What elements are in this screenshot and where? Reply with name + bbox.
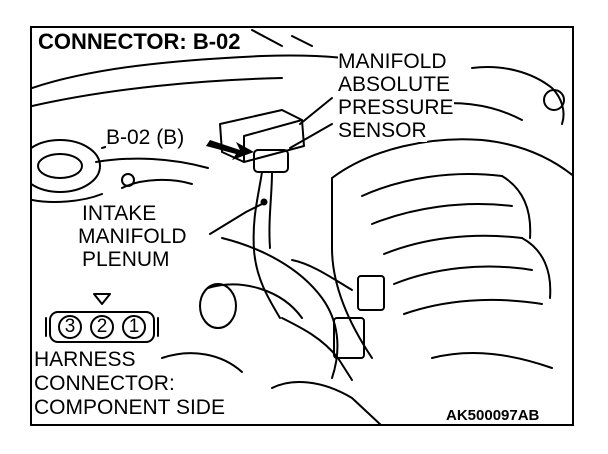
throttle-body-top — [207, 283, 303, 319]
plenum-left-edge — [331, 177, 373, 359]
lower-harness — [281, 317, 353, 381]
map-sensor-body — [219, 109, 305, 163]
left-cable-2 — [95, 157, 209, 169]
runner-3 — [383, 234, 523, 255]
harness-label-line-2: CONNECTOR: — [34, 372, 175, 395]
strut-tower-inner — [37, 153, 83, 179]
lower-connector-1 — [333, 317, 365, 359]
pin-number-3: 3 — [64, 316, 76, 337]
runner-5 — [403, 298, 543, 315]
sensor-leader-2 — [289, 123, 333, 149]
plenum-label-line-3: PLENUM — [82, 248, 170, 271]
plenum-leader-dot — [260, 198, 268, 206]
top-right-hose — [471, 66, 565, 125]
bottom-hose — [271, 381, 382, 424]
hood-inner-line — [32, 77, 283, 107]
plenum-outline — [221, 237, 339, 379]
pin-face-ears — [45, 317, 159, 337]
strut-base — [32, 193, 103, 203]
sensor-leader-1 — [299, 97, 333, 125]
runner-1 — [361, 173, 503, 197]
runner-bend-1 — [501, 175, 532, 239]
sensor-harness-2 — [268, 171, 273, 249]
bottom-right-line — [431, 352, 553, 369]
top-right-clamp — [543, 89, 565, 111]
pin-circle-3 — [58, 315, 82, 339]
left-bolt — [121, 173, 135, 187]
map-sensor-edge — [243, 119, 303, 163]
pin-face-key-triangle — [93, 293, 111, 305]
hood-latch-lines — [251, 29, 313, 47]
sensor-label-line-3: PRESSURE — [338, 96, 454, 119]
plenum-label-line-1: INTAKE — [82, 202, 157, 225]
plenum-leader — [209, 203, 263, 235]
sensor-label-line-2: ABSOLUTE — [338, 73, 451, 96]
harness-label-line-3: COMPONENT SIDE — [34, 396, 225, 419]
sensor-label-line-4: SENSOR — [338, 119, 427, 142]
plenum-label-line-2: MANIFOLD — [78, 225, 187, 248]
sensor-connector-plug — [253, 149, 289, 173]
sensor-harness — [252, 171, 281, 319]
manifold-top — [331, 138, 572, 179]
sensor-label-line-1: MANIFOLD — [338, 50, 447, 73]
runner-bend-2 — [521, 237, 552, 299]
pin-number-1: 1 — [128, 316, 140, 337]
harness-label-line-1: HARNESS — [34, 348, 136, 371]
runner-4 — [393, 265, 533, 285]
connector-arrow — [206, 140, 254, 160]
bottom-left-line — [161, 352, 243, 373]
strut-tower — [32, 139, 101, 193]
engine-bay-illustration — [32, 29, 572, 424]
figure-code: AK500097AB — [446, 407, 540, 424]
lower-connector-2 — [357, 275, 385, 311]
mid-harness — [291, 259, 353, 291]
runner-2 — [371, 203, 513, 225]
throttle-body — [199, 283, 237, 329]
diagram-frame: CONNECTOR: B-02 MANIFOLD ABSOLUTE PRESSU… — [30, 26, 574, 426]
pin-circle-2 — [90, 315, 114, 339]
pin-circle-1 — [122, 315, 146, 339]
pin-face-outline — [49, 311, 155, 343]
pin-number-2: 2 — [96, 316, 108, 337]
diagram-title: CONNECTOR: B-02 — [36, 30, 245, 53]
connector-ref-label: B-02 (B) — [106, 126, 185, 149]
